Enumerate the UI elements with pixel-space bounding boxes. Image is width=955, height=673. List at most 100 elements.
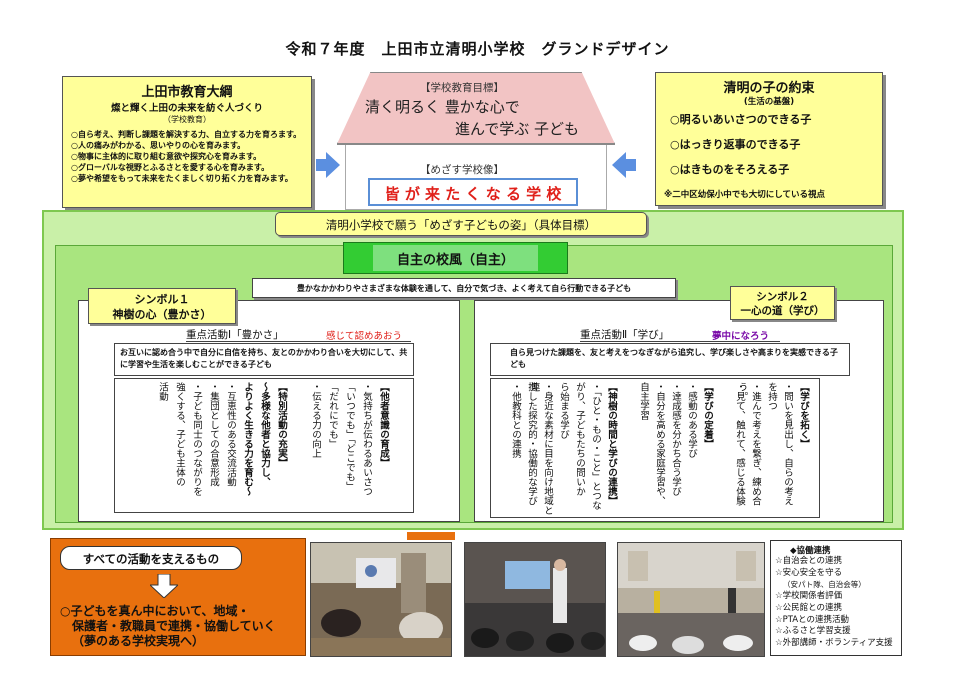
support-connector	[407, 532, 455, 540]
symbol1-line2: 神樹の心（豊かさ）	[112, 308, 212, 321]
vertical-text-block: 【他者意識の育成】・気持ちが伝わるあいさつ「いつでも」「どこでも」「だれにでも」…	[140, 382, 390, 510]
school-goal-roof	[337, 72, 615, 144]
vertical-text-line: ・問いを見出し、自らの考え	[782, 382, 793, 506]
vertical-text-line: 自主学習	[638, 382, 649, 420]
goal-banner-frame	[275, 212, 647, 236]
list-item: ○グローバルな視野とふるさとを愛する心を育みます。	[71, 163, 270, 172]
list-item: ○夢や希望をもって未来をたくましく切り拓く力を育みます。	[71, 174, 293, 183]
photo-gymnasium	[617, 542, 765, 657]
vertical-text-line: 【特別活動の充実】	[276, 382, 287, 468]
focus1-columns-frame	[114, 378, 414, 513]
arrow-right-icon	[316, 152, 340, 178]
vision-text: 皆 が 来 た く な る 学 校	[384, 185, 562, 203]
vertical-text-line: がり、子どもたちの問いか	[574, 382, 585, 496]
list-item: ☆PTAとの連携活動	[775, 614, 850, 625]
school-goal-label: 【学校教育目標】	[420, 82, 504, 94]
list-item: ○人の痛みがわかる、思いやりの心を育みます。	[71, 141, 246, 150]
vertical-text-line: ・伝える力の向上	[310, 382, 321, 458]
vertical-text-line: 【学びの定着】	[702, 382, 713, 449]
focus2-desc-frame	[490, 343, 850, 376]
education-charter-list: ○自ら考え、判断し課題を解決する力、自立する力を育ろます。 ○人の痛みがわかる、…	[71, 129, 311, 184]
promise-list: ○明るいあいさつのできる子 ○はっきり返事のできる子 ○はきものをそろえる子	[670, 107, 882, 182]
focus1-tag: 感じて認めあおう	[326, 331, 403, 342]
common-goal: 豊かなかかわりやさまざまな体験を通して、自分で気づき、よく考えて自ら行動できる子…	[296, 284, 632, 293]
list-item: ○自ら考え、判断し課題を解決する力、自立する力を育ろます。	[71, 130, 302, 139]
list-item: ○物事に主体的に取り組む意欲や探究心を育みます。	[71, 152, 262, 161]
vertical-text-line: 強くする、子ども主体の	[174, 382, 185, 487]
school-building-roof-line	[337, 143, 615, 145]
list-item: ☆公民館との連携	[775, 602, 843, 613]
list-item: ☆学校関係者評価	[775, 591, 843, 602]
vertical-text-line: ・他教科との連携	[510, 382, 521, 458]
promise-heading: 清明の子の約束	[723, 81, 815, 96]
vertical-text-line: ～多様な他者と協力し、	[259, 382, 270, 487]
list-item: ○はきものをそろえる子	[670, 163, 790, 176]
vertical-text-line: 【他者意識の育成】	[378, 382, 389, 468]
vertical-text-line: 「だれにでも」	[327, 382, 338, 449]
focus1-desc: お互いに認め合う中で自分に自信を持ち、友とのかかわり合いを大切にして、共に学習や…	[120, 348, 408, 369]
list-item: ☆外部講師・ボランティア支援	[775, 637, 893, 648]
cooperation-list: ☆自治会との連携☆安心安全を守る （安パト隊、自治会等）☆学校関係者評価☆公民館と…	[775, 556, 901, 650]
vertical-text-line: ・気持ちが伝わるあいさつ	[361, 382, 372, 496]
focus1-label: 重点活動Ⅰ「豊かさ」	[186, 329, 284, 341]
arrow-left-icon	[612, 152, 636, 178]
list-item: ☆安心安全を守る	[775, 567, 843, 578]
school-style-banner-inner	[373, 245, 538, 271]
vision-frame	[368, 178, 578, 206]
vertical-text-line: ・達成感を分かち合う学び	[670, 382, 681, 496]
vertical-text-line: ・集団としての合意形成	[208, 382, 219, 487]
symbol2-box	[730, 286, 835, 320]
promise-note: ※二中区幼保小中でも大切にしている視点	[664, 190, 826, 200]
school-style-banner: 自主の校風（自主）	[396, 253, 514, 268]
school-goal-line1: 清く明るく 豊かな心で	[365, 98, 520, 116]
vertical-text-line: ・自分を高める家庭学習や、	[654, 382, 665, 506]
vertical-text-line: ・子ども同士のつながりを	[191, 382, 202, 496]
support-line3: （夢のある学校実現へ）	[72, 634, 205, 648]
vision-label: 【めざす学校像】	[420, 164, 504, 176]
symbol1-line1: シンボル１	[134, 293, 190, 306]
vertical-text-block: 【学びを拓く】・問いを見出し、自らの考えを持つ・進んで考えを繋ぎ、練め合う。・見…	[505, 382, 810, 515]
vertical-text-line: ・感動のある学び	[686, 382, 697, 458]
symbol1-box	[88, 288, 236, 324]
page-title: 令和７年度 上田市立清明小学校 グランドデザイン	[285, 40, 670, 58]
focus1-desc-frame	[114, 343, 414, 376]
goal-banner: 清明小学校で願う「めざす子どもの姿」（具体目標）	[325, 218, 597, 232]
list-item: ☆ふるさと学習支援	[775, 626, 851, 637]
common-goal-frame	[252, 278, 676, 298]
vertical-text-line: ・「ひと・もの・こと」とつな	[590, 382, 601, 511]
photo-classroom-2	[464, 542, 606, 657]
focus2-columns-frame	[490, 378, 820, 518]
school-goal-line2: 進んで学ぶ 子ども	[455, 120, 580, 138]
support-heading-frame	[60, 546, 242, 570]
support-line2: 保護者・教職員で連携・協働していく	[72, 619, 276, 633]
vertical-text-line: 携した探究的・協働的な学び	[526, 382, 537, 506]
education-charter-small: （学校教育）	[163, 115, 211, 124]
cooperation-heading: ◆協働連携	[790, 546, 831, 556]
vertical-text-line: 【神樹の時間と学びの連携】	[606, 382, 617, 506]
education-charter-heading: 上田市教育大綱	[141, 85, 233, 100]
arrow-down-icon	[150, 574, 178, 598]
focus1-columns: 【他者意識の育成】・気持ちが伝わるあいさつ「いつでも」「どこでも」「だれにでも」…	[140, 382, 390, 510]
vertical-text-line: よりよく生きる力を育む～	[242, 382, 253, 496]
support-line1: ○子どもを真ん中において、地域・	[60, 604, 250, 618]
focus2-tag: 夢中になろう	[712, 331, 770, 342]
vertical-text-line: ・進んで考えを繋ぎ、練め合う。	[736, 382, 762, 506]
support-heading: すべての活動を支えるもの	[82, 552, 220, 566]
list-item: ○明るいあいさつのできる子	[670, 113, 812, 126]
promise-box: 清明の子の約束 (生活の基盤) ○明るいあいさつのできる子 ○はっきり返事のでき…	[655, 72, 883, 206]
vertical-text-line	[291, 382, 305, 510]
vertical-text-line: 活動	[157, 382, 168, 401]
list-item: ○はっきり返事のできる子	[670, 138, 801, 151]
list-item: （安パト隊、自治会等）	[783, 580, 866, 590]
focus2-label: 重点活動Ⅱ「学び」	[580, 329, 670, 341]
focus2-underline	[580, 341, 780, 342]
cooperation-box	[770, 540, 902, 656]
vertical-text-line: ・見て、触れて、感じる体験	[734, 382, 745, 506]
focus2-desc: 自ら見つけた課題を、友と考えをつなぎながら追究し、学び楽しさや高まりを実感できる…	[510, 348, 838, 369]
vertical-text-line: 「いつでも」「どこでも」	[344, 382, 355, 492]
vertical-text-line: 【学びを拓く】	[798, 382, 809, 449]
vertical-text-line: を持つ	[766, 382, 777, 411]
focus1-underline	[186, 341, 411, 342]
education-charter-subtitle: 燦と輝く上田の未来を紡ぐ人づくり	[110, 103, 263, 114]
list-item: ☆自治会との連携	[775, 556, 843, 566]
